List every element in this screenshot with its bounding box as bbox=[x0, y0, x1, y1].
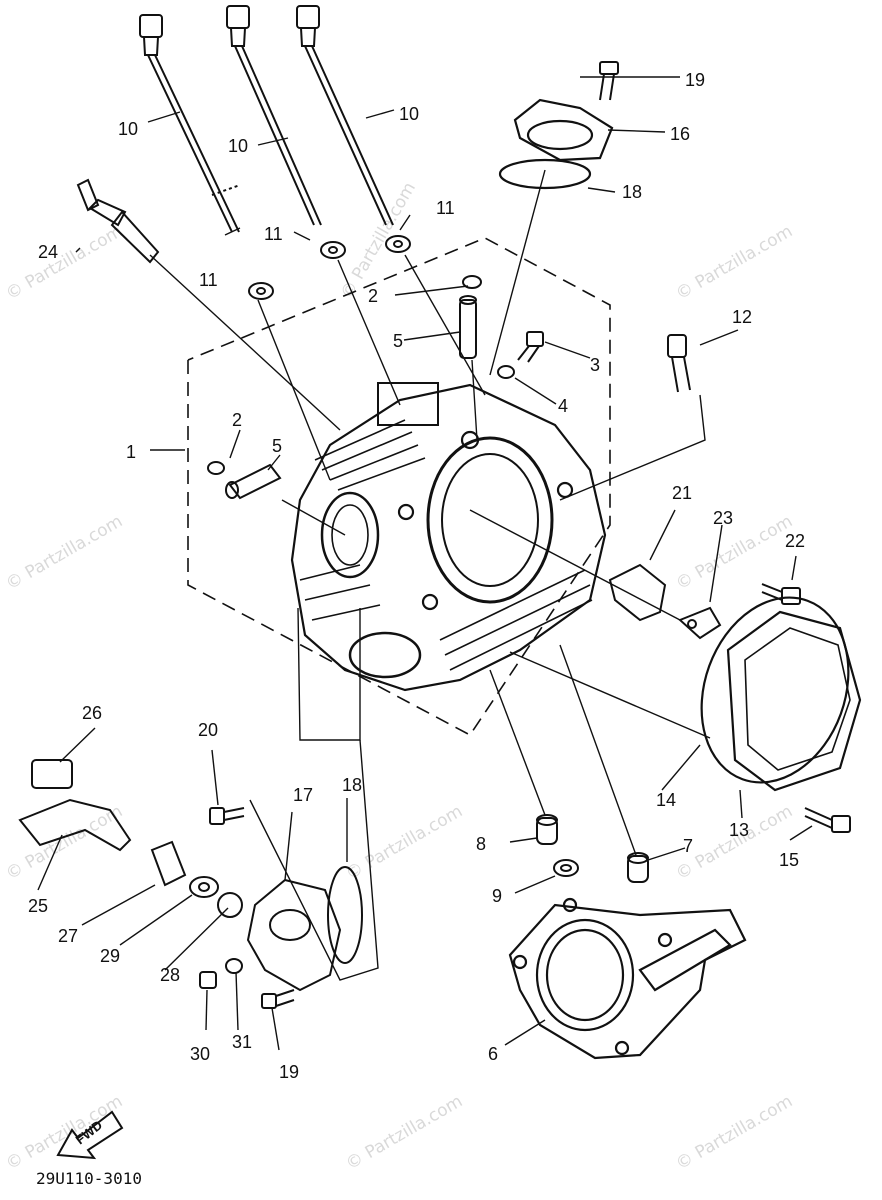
head-bolts bbox=[139, 5, 394, 233]
callout-31: 31 bbox=[232, 1032, 252, 1052]
callout-29: 29 bbox=[100, 946, 120, 966]
callout-11: 11 bbox=[436, 198, 455, 218]
watermark: © Partzilla.com bbox=[673, 1091, 797, 1174]
leader-lines bbox=[37, 76, 813, 1051]
callout-19: 19 bbox=[279, 1062, 299, 1082]
callout-14: 14 bbox=[656, 790, 676, 810]
diagram-code: 29U110-3010 bbox=[36, 1169, 142, 1188]
callout-3: 3 bbox=[590, 355, 600, 375]
watermark: © Partzilla.com bbox=[343, 1091, 467, 1174]
watermark: © Partzilla.com bbox=[673, 511, 797, 594]
valve-guides bbox=[207, 275, 482, 500]
callout-25: 25 bbox=[28, 896, 48, 916]
callout-10: 10 bbox=[399, 104, 419, 124]
callout-15: 15 bbox=[779, 850, 799, 870]
callout-20: 20 bbox=[198, 720, 218, 740]
breather-plate bbox=[608, 563, 722, 640]
watermark: © Partzilla.com bbox=[3, 1091, 127, 1174]
decompression-assembly bbox=[18, 759, 363, 992]
spark-plug bbox=[76, 178, 160, 264]
assembly-guides bbox=[149, 169, 711, 981]
dowels bbox=[536, 814, 649, 883]
callout-11: 11 bbox=[199, 270, 218, 290]
small-bolts bbox=[209, 61, 851, 1009]
callout-2: 2 bbox=[232, 410, 242, 430]
cylinder-head bbox=[290, 382, 607, 692]
callout-5: 5 bbox=[272, 436, 282, 456]
head-gasket bbox=[508, 897, 747, 1060]
washers-11 bbox=[248, 235, 411, 300]
callout-12: 12 bbox=[732, 307, 752, 327]
callout-4: 4 bbox=[558, 396, 568, 416]
callout-18: 18 bbox=[342, 775, 362, 795]
callout-23: 23 bbox=[713, 508, 733, 528]
callout-18: 18 bbox=[622, 182, 642, 202]
callout-10: 10 bbox=[228, 136, 248, 156]
callout-9: 9 bbox=[492, 886, 502, 906]
callout-26: 26 bbox=[82, 703, 102, 723]
watermark: © Partzilla.com bbox=[337, 179, 420, 303]
watermark: © Partzilla.com bbox=[343, 801, 467, 884]
callout-7: 7 bbox=[683, 836, 693, 856]
callout-24: 24 bbox=[38, 242, 58, 262]
watermarks: © Partzilla.com © Partzilla.com © Partzi… bbox=[3, 179, 797, 1174]
callout-19: 19 bbox=[685, 70, 705, 90]
watermark: © Partzilla.com bbox=[673, 221, 797, 304]
tappet-cover-right bbox=[700, 596, 862, 792]
callout-6: 6 bbox=[488, 1044, 498, 1064]
assembly-outline bbox=[187, 237, 611, 737]
callout-16: 16 bbox=[670, 124, 690, 144]
callout-13: 13 bbox=[729, 820, 749, 840]
callout-11: 11 bbox=[264, 224, 283, 244]
callout-10: 10 bbox=[118, 119, 138, 139]
callout-30: 30 bbox=[190, 1044, 210, 1064]
callout-5: 5 bbox=[393, 331, 403, 351]
callout-2: 2 bbox=[368, 286, 378, 306]
callout-27: 27 bbox=[58, 926, 78, 946]
callout-28: 28 bbox=[160, 965, 180, 985]
callout-21: 21 bbox=[672, 483, 692, 503]
callout-8: 8 bbox=[476, 834, 486, 854]
watermark: © Partzilla.com bbox=[3, 221, 127, 304]
callout-22: 22 bbox=[785, 531, 805, 551]
watermark: © Partzilla.com bbox=[3, 511, 127, 594]
callout-1: 1 bbox=[126, 442, 136, 462]
callout-17: 17 bbox=[293, 785, 313, 805]
tappet-cover-top bbox=[498, 98, 614, 190]
